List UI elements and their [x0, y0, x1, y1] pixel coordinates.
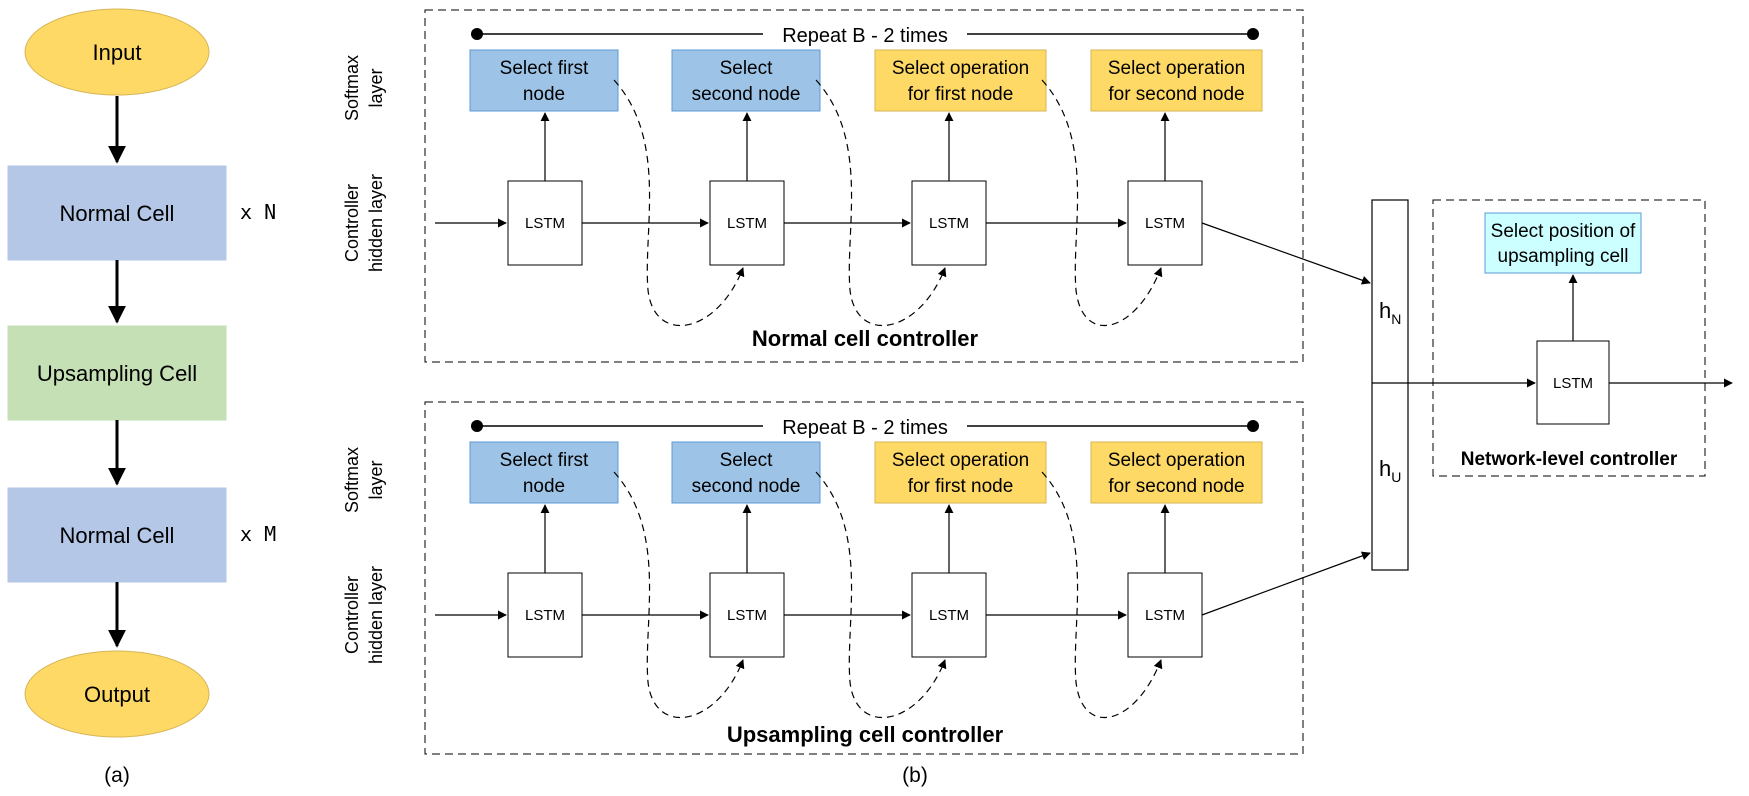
lstm-label-3: LSTM — [929, 215, 969, 232]
normal-cell-bottom-label: Normal Cell — [60, 523, 175, 548]
network-controller-title: Network-level controller — [1461, 449, 1678, 470]
h-u-label: hU — [1379, 456, 1401, 485]
lstm-cell-4 — [1127, 180, 1203, 266]
select-box-1-line1: Select first — [500, 450, 589, 471]
lstm-label-2: LSTM — [727, 215, 767, 232]
concat-bar: hN hU — [1371, 199, 1409, 571]
select-box-3-line1: Select operation — [892, 450, 1029, 471]
repeat-label-bg — [763, 414, 967, 440]
select-box-2 — [671, 441, 821, 504]
network-controller-border — [1432, 199, 1706, 477]
lstm-cell-2 — [709, 180, 785, 266]
lstm-cell-2 — [709, 572, 785, 658]
feedback-dashed-arrow-2 — [815, 79, 947, 327]
input-label: Input — [93, 40, 142, 65]
controller-title: Upsampling cell controller — [727, 722, 1004, 747]
feedback-dashed-arrow-3 — [1041, 471, 1163, 719]
lstm-cell-4 — [1127, 572, 1203, 658]
select-box-4 — [1090, 49, 1263, 112]
normal-cell-top — [7, 165, 227, 261]
lstm-label-1: LSTM — [525, 607, 565, 624]
feedback-dashed-arrow-3 — [1041, 79, 1163, 327]
arrow-normal-to-concat — [1201, 222, 1371, 285]
select-box-4-line1: Select operation — [1108, 58, 1245, 79]
repeat-n-label: x N — [240, 200, 276, 224]
normal-cell-bottom — [7, 487, 227, 583]
network-lstm-label: LSTM — [1553, 375, 1593, 392]
select-position-line2: upsampling cell — [1498, 246, 1629, 267]
input-node — [24, 8, 210, 96]
select-box-4-line2: for second node — [1108, 84, 1244, 105]
select-box-1 — [469, 441, 619, 504]
upsampling-cell-label: Upsampling Cell — [37, 361, 197, 386]
lstm-label-4: LSTM — [1145, 215, 1185, 232]
repeat-bar-start-dot — [471, 420, 483, 432]
lstm-label-4: LSTM — [1145, 607, 1185, 624]
lstm-label-1: LSTM — [525, 215, 565, 232]
panel-a: Input Normal Cell x N Upsampling Cell No… — [7, 8, 276, 787]
select-box-3-line2: for first node — [908, 84, 1014, 105]
feedback-dashed-arrow-1 — [613, 471, 745, 719]
output-node — [24, 650, 210, 738]
h-n-label: hN — [1379, 298, 1401, 327]
repeat-m-label: x M — [240, 522, 276, 546]
select-box-4-line2: for second node — [1108, 476, 1244, 497]
select-box-2-line1: Select — [720, 58, 774, 79]
select-box-4-line1: Select operation — [1108, 450, 1245, 471]
network-level-controller: Select position of upsampling cell LSTM … — [1408, 199, 1733, 477]
select-position-box — [1484, 212, 1642, 274]
network-lstm — [1536, 340, 1610, 425]
select-box-2-line2: second node — [692, 84, 801, 105]
select-box-3 — [874, 49, 1047, 112]
lstm-label-2: LSTM — [727, 607, 767, 624]
caption-b: (b) — [902, 764, 928, 787]
select-box-1-line2: node — [523, 476, 565, 497]
select-box-2-line2: second node — [692, 476, 801, 497]
output-label: Output — [84, 682, 150, 707]
feedback-dashed-arrow-2 — [815, 471, 947, 719]
normal-cell-top-label: Normal Cell — [60, 201, 175, 226]
arrow-upsampling-to-concat — [1201, 551, 1371, 616]
select-box-2-line1: Select — [720, 450, 774, 471]
select-box-1 — [469, 49, 619, 112]
repeat-bar-end-dot — [1247, 420, 1259, 432]
lstm-cell-3 — [911, 572, 987, 658]
controller-title: Normal cell controller — [752, 326, 979, 351]
concat-rect — [1371, 199, 1409, 571]
select-box-1-line2: node — [523, 84, 565, 105]
select-box-3-line2: for first node — [908, 476, 1014, 497]
select-box-3-line1: Select operation — [892, 58, 1029, 79]
select-box-4 — [1090, 441, 1263, 504]
select-position-line1: Select position of — [1491, 221, 1636, 242]
select-box-2 — [671, 49, 821, 112]
feedback-dashed-arrow-1 — [613, 79, 745, 327]
repeat-label: Repeat B - 2 times — [782, 417, 948, 439]
repeat-label: Repeat B - 2 times — [782, 25, 948, 47]
select-box-3 — [874, 441, 1047, 504]
lstm-label-3: LSTM — [929, 607, 969, 624]
select-box-1-line1: Select first — [500, 58, 589, 79]
repeat-bar-start-dot — [471, 28, 483, 40]
lstm-cell-1 — [507, 572, 583, 658]
caption-a: (a) — [104, 764, 130, 787]
repeat-bar-end-dot — [1247, 28, 1259, 40]
repeat-label-bg — [763, 22, 967, 48]
controller-border — [424, 9, 1304, 363]
